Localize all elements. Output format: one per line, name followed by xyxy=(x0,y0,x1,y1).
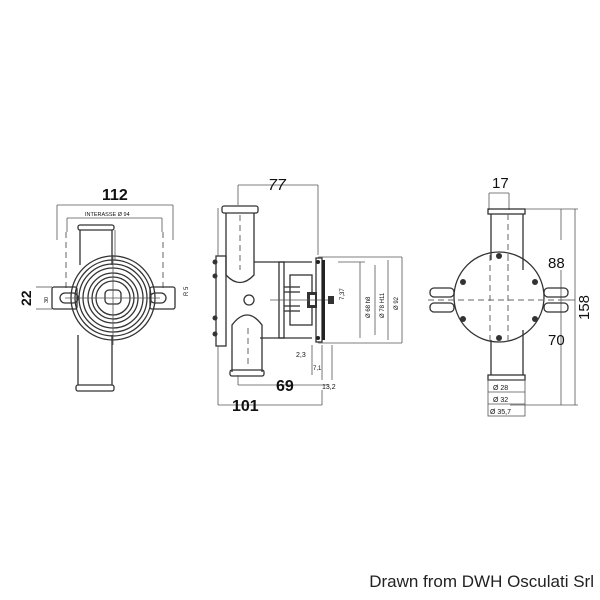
dim-112: 112 xyxy=(102,187,128,204)
dim-2-3: 2,3 xyxy=(296,352,306,359)
dim-68h8: Ø 68 h8 xyxy=(366,296,372,318)
dim-7-37: 7,37 xyxy=(340,288,346,300)
dim-interasse: INTERASSE Ø 94 xyxy=(85,212,130,218)
dim-30: 30 xyxy=(44,297,50,303)
dim-dia-32: Ø 32 xyxy=(493,397,508,404)
credit-text: Drawn from DWH Osculati Srl xyxy=(369,572,594,591)
dim-7-1: 7,1 xyxy=(313,366,322,372)
dim-101: 101 xyxy=(232,398,259,415)
dim-13-2: 13,2 xyxy=(322,384,336,391)
rear-view: 17 88 70 158 xyxy=(428,175,593,417)
dim-r5: R 5 xyxy=(184,286,190,296)
dim-69: 69 xyxy=(276,378,294,395)
dim-22: 22 xyxy=(18,290,34,306)
dim-77: 77 xyxy=(268,177,287,194)
dim-70: 70 xyxy=(548,332,565,349)
dim-dia-28: Ø 28 xyxy=(493,385,508,392)
front-view: 112 INTERASSE Ø 94 22 30 R 5 xyxy=(18,187,190,392)
dim-17: 17 xyxy=(492,175,509,192)
dim-158: 158 xyxy=(576,295,593,320)
side-view: 77 xyxy=(212,177,403,415)
dim-dia-35-7: Ø 35,7 xyxy=(490,409,511,416)
dim-78h11: Ø 78 H11 xyxy=(380,292,386,318)
dim-92: Ø 92 xyxy=(394,296,400,310)
dim-88: 88 xyxy=(548,255,565,272)
